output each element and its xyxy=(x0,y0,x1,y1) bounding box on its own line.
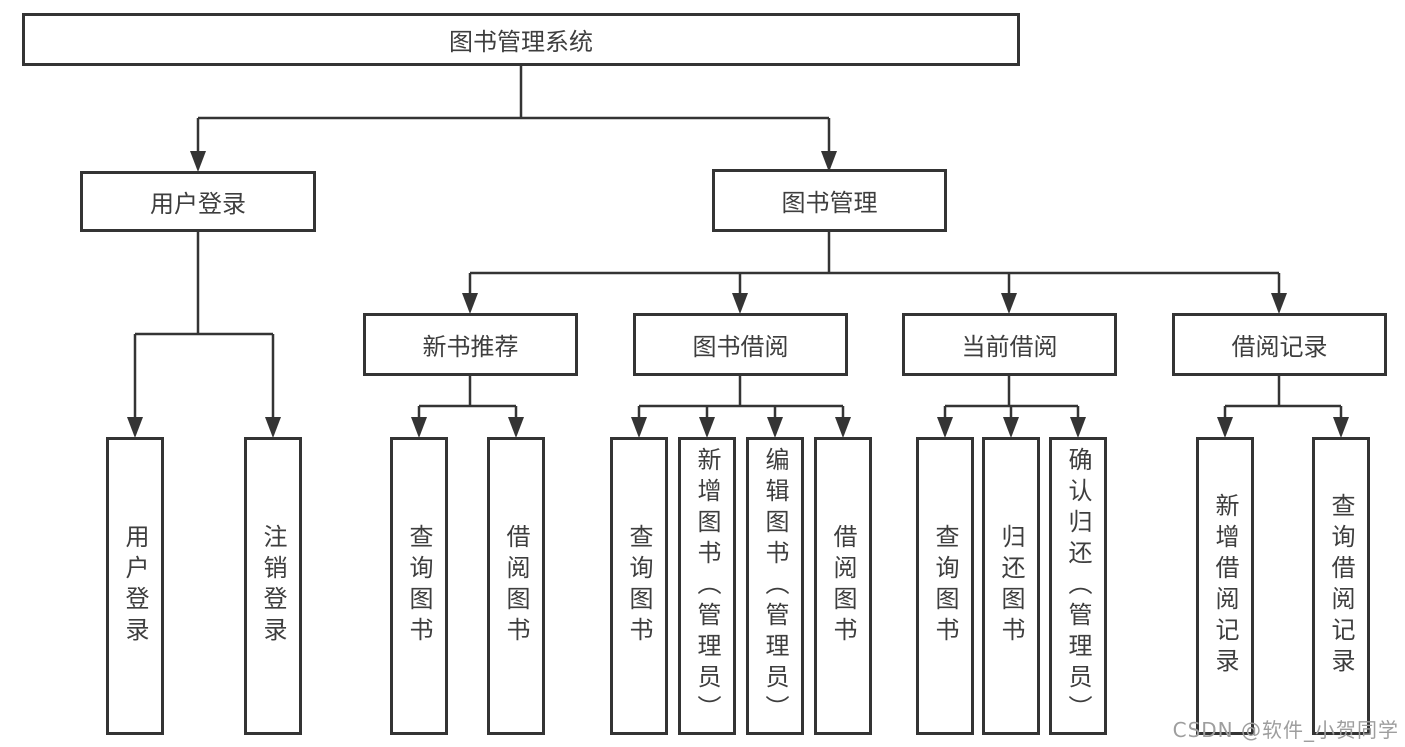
arrow-icon xyxy=(699,417,715,438)
arrow-icon xyxy=(835,417,851,438)
leaf-label: 新增借阅记录 xyxy=(1211,493,1239,679)
node-root-library-system: 图书管理系统 xyxy=(22,13,1020,66)
leaf-label: 借阅图书 xyxy=(829,524,857,648)
arrow-icon xyxy=(1003,417,1019,438)
leaf-label: 确认归还（管理员） xyxy=(1064,446,1092,726)
edge-currentborrow-children xyxy=(943,376,1080,419)
node-current-borrowing: 当前借阅 xyxy=(902,313,1117,376)
arrow-icon xyxy=(190,151,206,172)
leaf-nbr-borrow-book: 借阅图书 xyxy=(487,437,545,735)
leaf-label: 编辑图书（管理员） xyxy=(761,446,789,726)
edge-newbook-children xyxy=(417,376,518,419)
leaf-cb-confirm-return-admin: 确认归还（管理员） xyxy=(1049,437,1107,735)
leaf-label: 查询借阅记录 xyxy=(1327,493,1355,679)
node-label: 当前借阅 xyxy=(961,333,1058,361)
edge-bookborrow-children xyxy=(637,376,845,419)
leaf-logout: 注销登录 xyxy=(244,437,302,735)
node-label: 图书管理系统 xyxy=(449,28,593,56)
arrow-icon xyxy=(1070,417,1086,438)
node-label: 新书推荐 xyxy=(422,333,519,361)
node-borrowing-records: 借阅记录 xyxy=(1172,313,1387,376)
leaf-bb-borrow-book: 借阅图书 xyxy=(814,437,872,735)
arrow-icon xyxy=(462,293,478,314)
arrow-icon xyxy=(732,293,748,314)
arrow-icon xyxy=(411,417,427,438)
arrow-icon xyxy=(1001,293,1017,314)
leaf-label: 查询图书 xyxy=(405,524,433,648)
leaf-bb-add-book-admin: 新增图书（管理员） xyxy=(678,437,736,735)
leaf-label: 注销登录 xyxy=(259,524,287,648)
arrow-icon xyxy=(937,417,953,438)
leaf-label: 借阅图书 xyxy=(502,524,530,648)
arrow-icon xyxy=(821,151,837,172)
leaf-label: 新增图书（管理员） xyxy=(693,446,721,726)
arrow-icon xyxy=(631,417,647,438)
arrowheads xyxy=(127,151,1349,438)
node-label: 用户登录 xyxy=(150,190,246,218)
leaf-cb-return-book: 归还图书 xyxy=(982,437,1040,735)
arrow-icon xyxy=(265,417,281,438)
tree-edges xyxy=(133,66,1343,419)
leaf-label: 归还图书 xyxy=(997,524,1025,648)
node-book-borrowing: 图书借阅 xyxy=(633,313,848,376)
arrow-icon xyxy=(1333,417,1349,438)
edge-userlogin-children xyxy=(133,232,275,419)
leaf-user-login: 用户登录 xyxy=(106,437,164,735)
leaf-br-query-record: 查询借阅记录 xyxy=(1312,437,1370,735)
node-label: 图书借阅 xyxy=(692,333,789,361)
leaf-bb-edit-book-admin: 编辑图书（管理员） xyxy=(746,437,804,735)
arrow-icon xyxy=(1271,293,1287,314)
node-book-management: 图书管理 xyxy=(712,169,947,232)
leaf-label: 用户登录 xyxy=(121,524,149,648)
edge-root-to-level1 xyxy=(196,66,831,153)
arrow-icon xyxy=(508,417,524,438)
leaf-label: 查询图书 xyxy=(931,524,959,648)
edge-bookmgmt-children xyxy=(468,232,1281,295)
node-label: 图书管理 xyxy=(781,189,878,217)
leaf-br-add-record: 新增借阅记录 xyxy=(1196,437,1254,735)
leaf-cb-query-book: 查询图书 xyxy=(916,437,974,735)
edge-borrowrecords-children xyxy=(1223,376,1343,419)
leaf-nbr-query-book: 查询图书 xyxy=(390,437,448,735)
leaf-label: 查询图书 xyxy=(625,524,653,648)
node-user-login: 用户登录 xyxy=(80,171,316,232)
watermark: CSDN @软件_小贺同学 xyxy=(1172,718,1399,742)
arrow-icon xyxy=(767,417,783,438)
node-label: 借阅记录 xyxy=(1231,333,1328,361)
arrow-icon xyxy=(1217,417,1233,438)
node-new-book-recommend: 新书推荐 xyxy=(363,313,578,376)
leaf-bb-query-book: 查询图书 xyxy=(610,437,668,735)
arrow-icon xyxy=(127,417,143,438)
